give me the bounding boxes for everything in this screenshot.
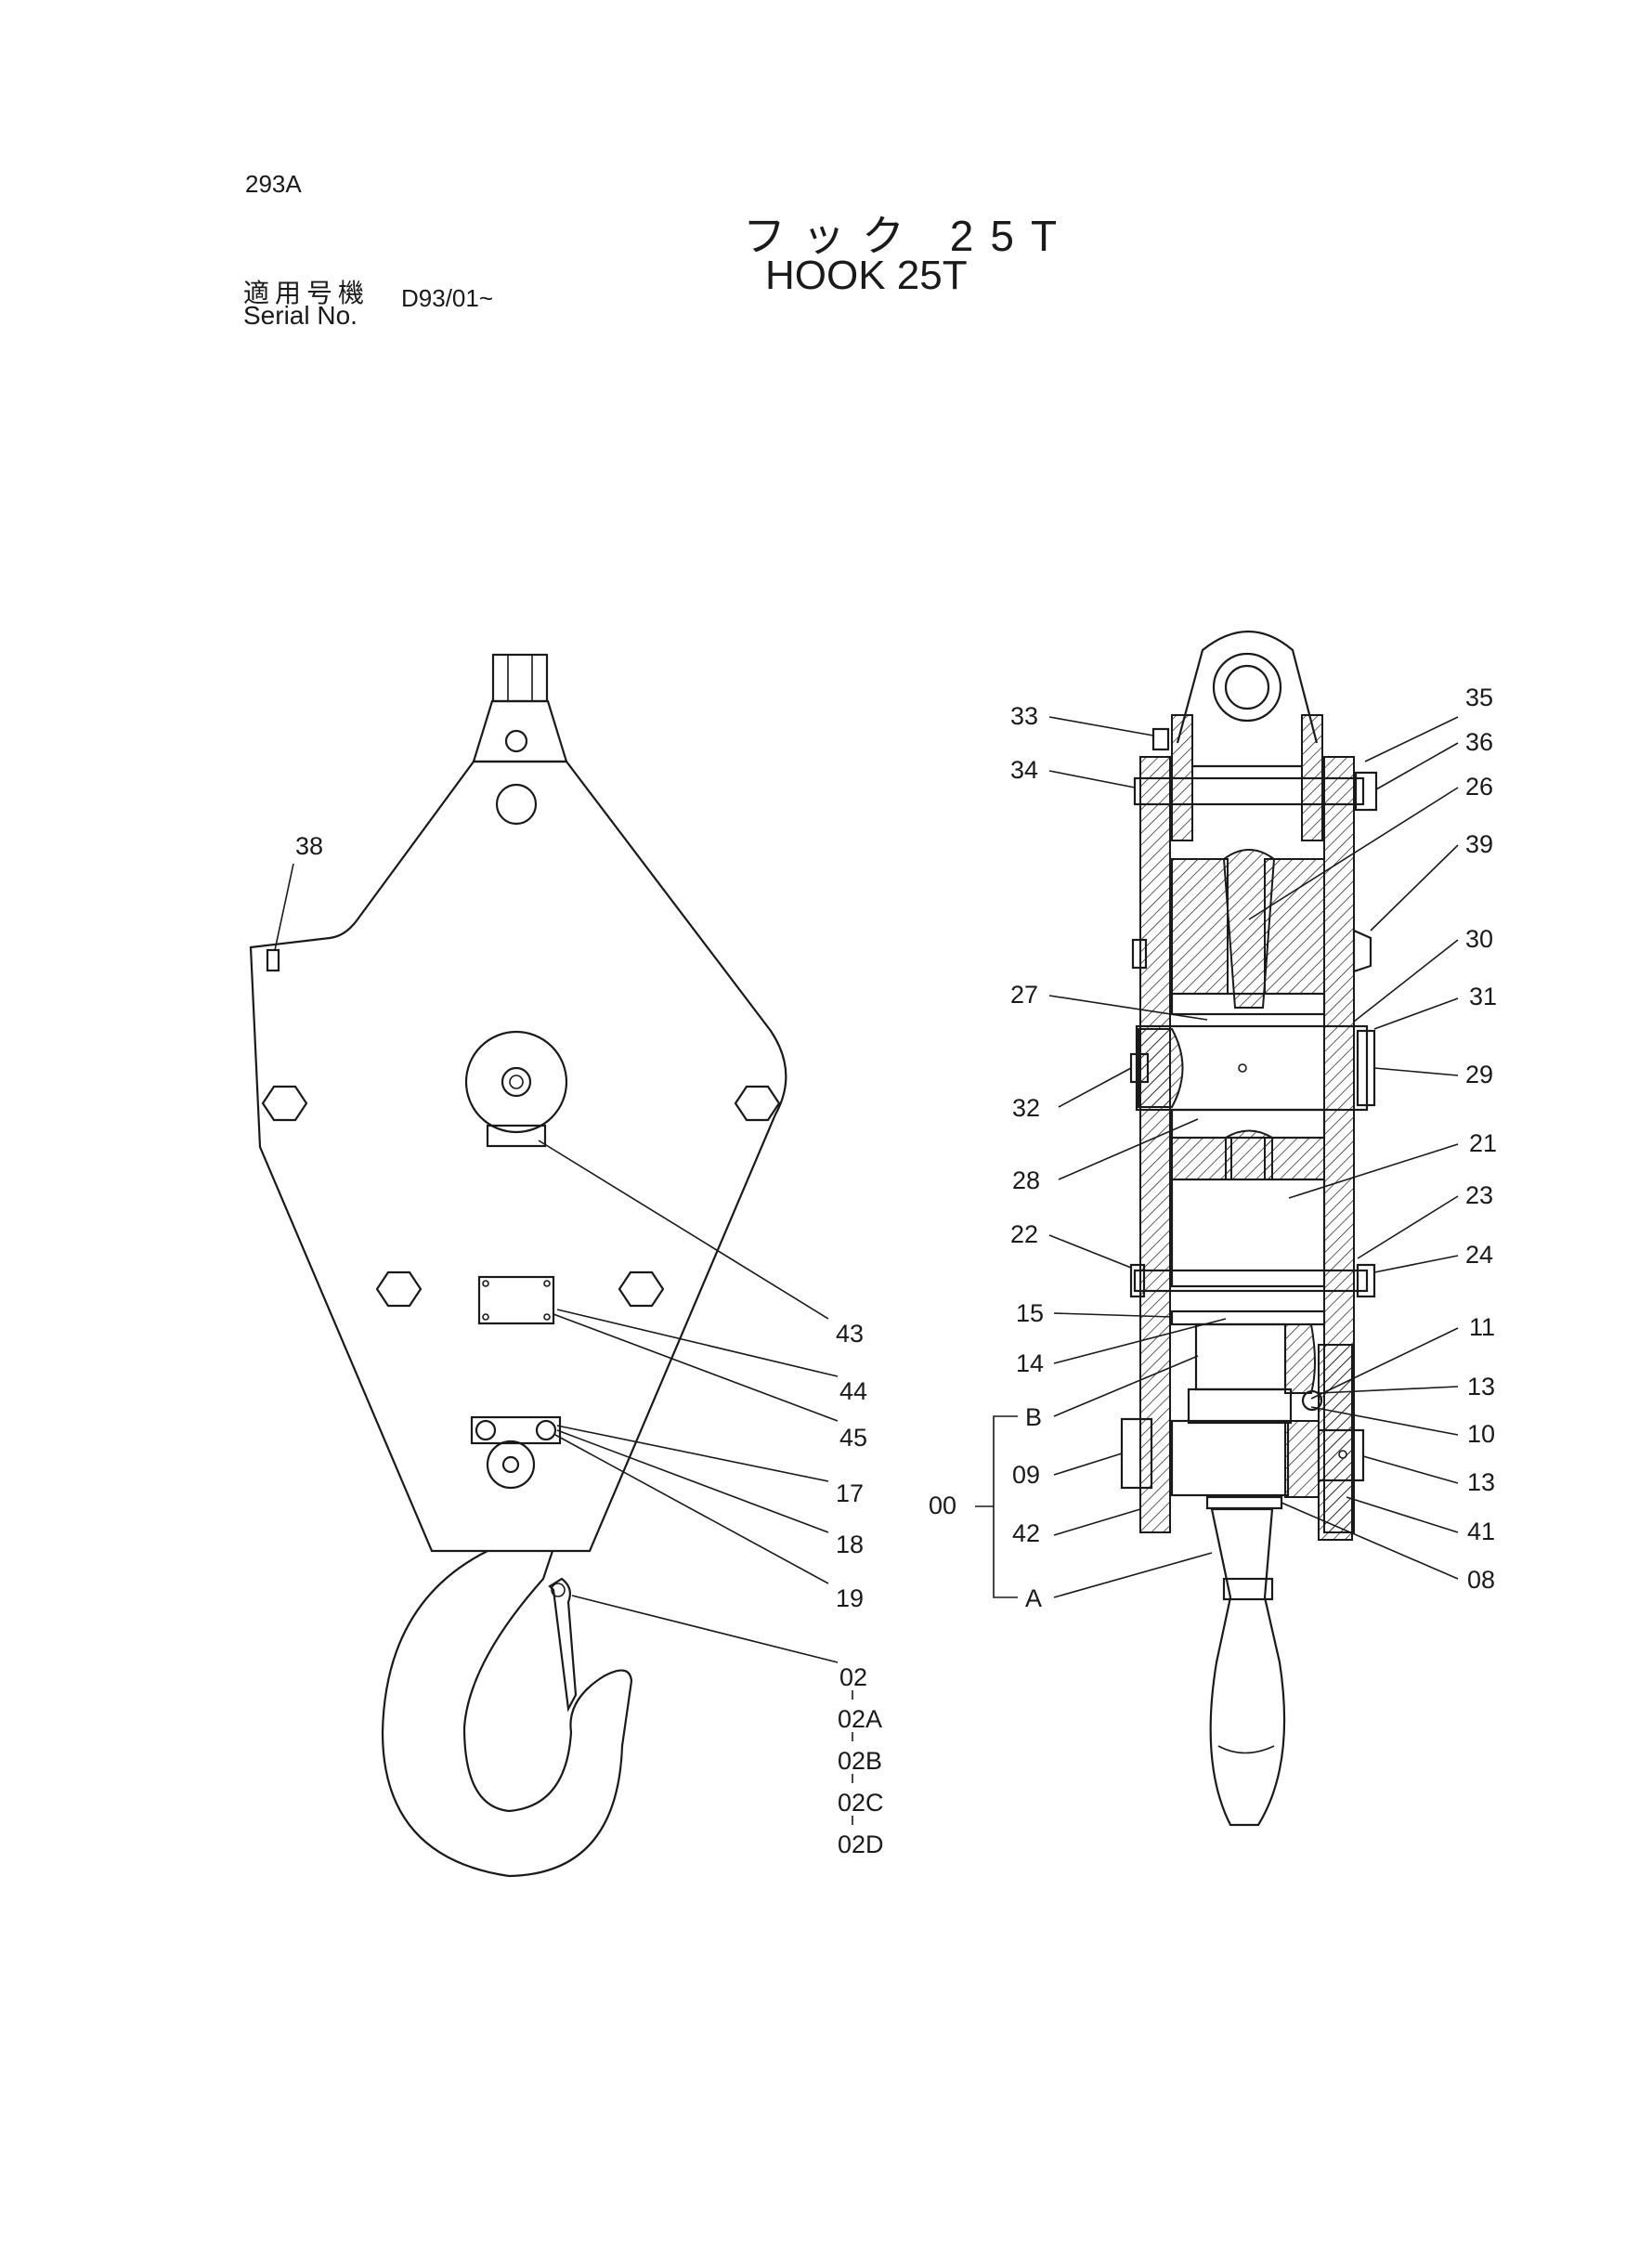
serial-value: D93/01~ (401, 284, 494, 312)
callout-02b: 02B (838, 1747, 882, 1775)
lower-pin (1133, 1269, 1369, 1293)
clip-39 (1352, 929, 1372, 973)
title-japanese: フック 25T (743, 212, 1074, 260)
callout-41: 41 (1467, 1518, 1495, 1545)
title-english: HOOK 25T (765, 253, 968, 298)
plate-43 (486, 1124, 547, 1148)
callout-15: 15 (1016, 1299, 1044, 1327)
callout-24: 24 (1465, 1241, 1493, 1269)
callout-43: 43 (836, 1320, 864, 1348)
callout-08: 08 (1467, 1566, 1495, 1594)
left-side-plate (1139, 756, 1171, 1533)
callout-11: 11 (1469, 1313, 1495, 1341)
callout-35: 35 (1465, 684, 1493, 711)
hex-nut (375, 1270, 423, 1308)
callout-13: 13 (1467, 1373, 1495, 1401)
callout-02a: 02A (838, 1705, 882, 1733)
hook-body (381, 1550, 633, 1878)
callout-34: 34 (1010, 756, 1038, 784)
serial-label-english: Serial No. (243, 301, 358, 330)
spacer-21 (1170, 1178, 1326, 1288)
hex-nut (734, 1085, 781, 1122)
callout-21: 21 (1469, 1129, 1497, 1157)
hook-block-front-view (249, 653, 787, 1878)
callout-36: 36 (1465, 728, 1493, 756)
callout-13b: 13 (1467, 1468, 1495, 1496)
sheave-pin (464, 1030, 568, 1148)
serial-label-japanese: 適用号機 (243, 279, 371, 307)
callout-02: 02 (839, 1663, 867, 1691)
hook-latch (548, 1577, 578, 1713)
lower-housing (1170, 1419, 1290, 1497)
callout-00: 00 (929, 1492, 956, 1519)
sheave-26 (1222, 849, 1276, 1009)
callout-39: 39 (1465, 830, 1493, 858)
callout-26: 26 (1465, 773, 1493, 801)
leader-lines (274, 716, 1459, 1825)
top-pin (1133, 776, 1365, 806)
callout-19: 19 (836, 1584, 864, 1612)
callout-22: 22 (1010, 1220, 1038, 1248)
bolt-38 (266, 948, 280, 972)
callout-b: B (1025, 1403, 1042, 1431)
callout-23: 23 (1465, 1181, 1493, 1209)
callout-45: 45 (839, 1424, 867, 1452)
hook-block-section-view (1120, 631, 1378, 1827)
callout-14: 14 (1016, 1349, 1044, 1377)
plate-hole (495, 783, 538, 826)
callout-18: 18 (836, 1531, 864, 1558)
callout-09: 09 (1012, 1461, 1040, 1489)
callout-44: 44 (839, 1377, 867, 1405)
swivel-body (1194, 1322, 1287, 1391)
callout-a: A (1025, 1584, 1042, 1612)
callout-27: 27 (1010, 981, 1038, 1009)
page-number: 293A (245, 170, 302, 198)
callout-38: 38 (295, 832, 323, 860)
callout-29: 29 (1465, 1061, 1493, 1088)
hook-shank (1209, 1507, 1286, 1827)
bolt-33 (1151, 727, 1170, 751)
top-eye (1176, 631, 1319, 744)
side-plate (249, 760, 787, 1553)
callout-32: 32 (1012, 1094, 1040, 1122)
callout-02c: 02C (838, 1789, 884, 1817)
callout-28: 28 (1012, 1166, 1040, 1194)
callout-31: 31 (1469, 983, 1497, 1010)
hex-nut (261, 1085, 308, 1122)
retainer-plate (470, 1415, 562, 1490)
callout-33: 33 (1010, 702, 1038, 730)
callout-42: 42 (1012, 1519, 1040, 1547)
hex-nut (618, 1270, 665, 1308)
callout-labels: 38 43 44 45 17 18 19 02 02A 02B 02C 02D … (295, 684, 1497, 1858)
callout-02d: 02D (838, 1831, 884, 1858)
callout-17: 17 (836, 1479, 864, 1507)
top-shackle (472, 653, 568, 763)
callout-30: 30 (1465, 925, 1493, 953)
callout-10: 10 (1467, 1420, 1495, 1448)
name-plate (477, 1275, 555, 1325)
